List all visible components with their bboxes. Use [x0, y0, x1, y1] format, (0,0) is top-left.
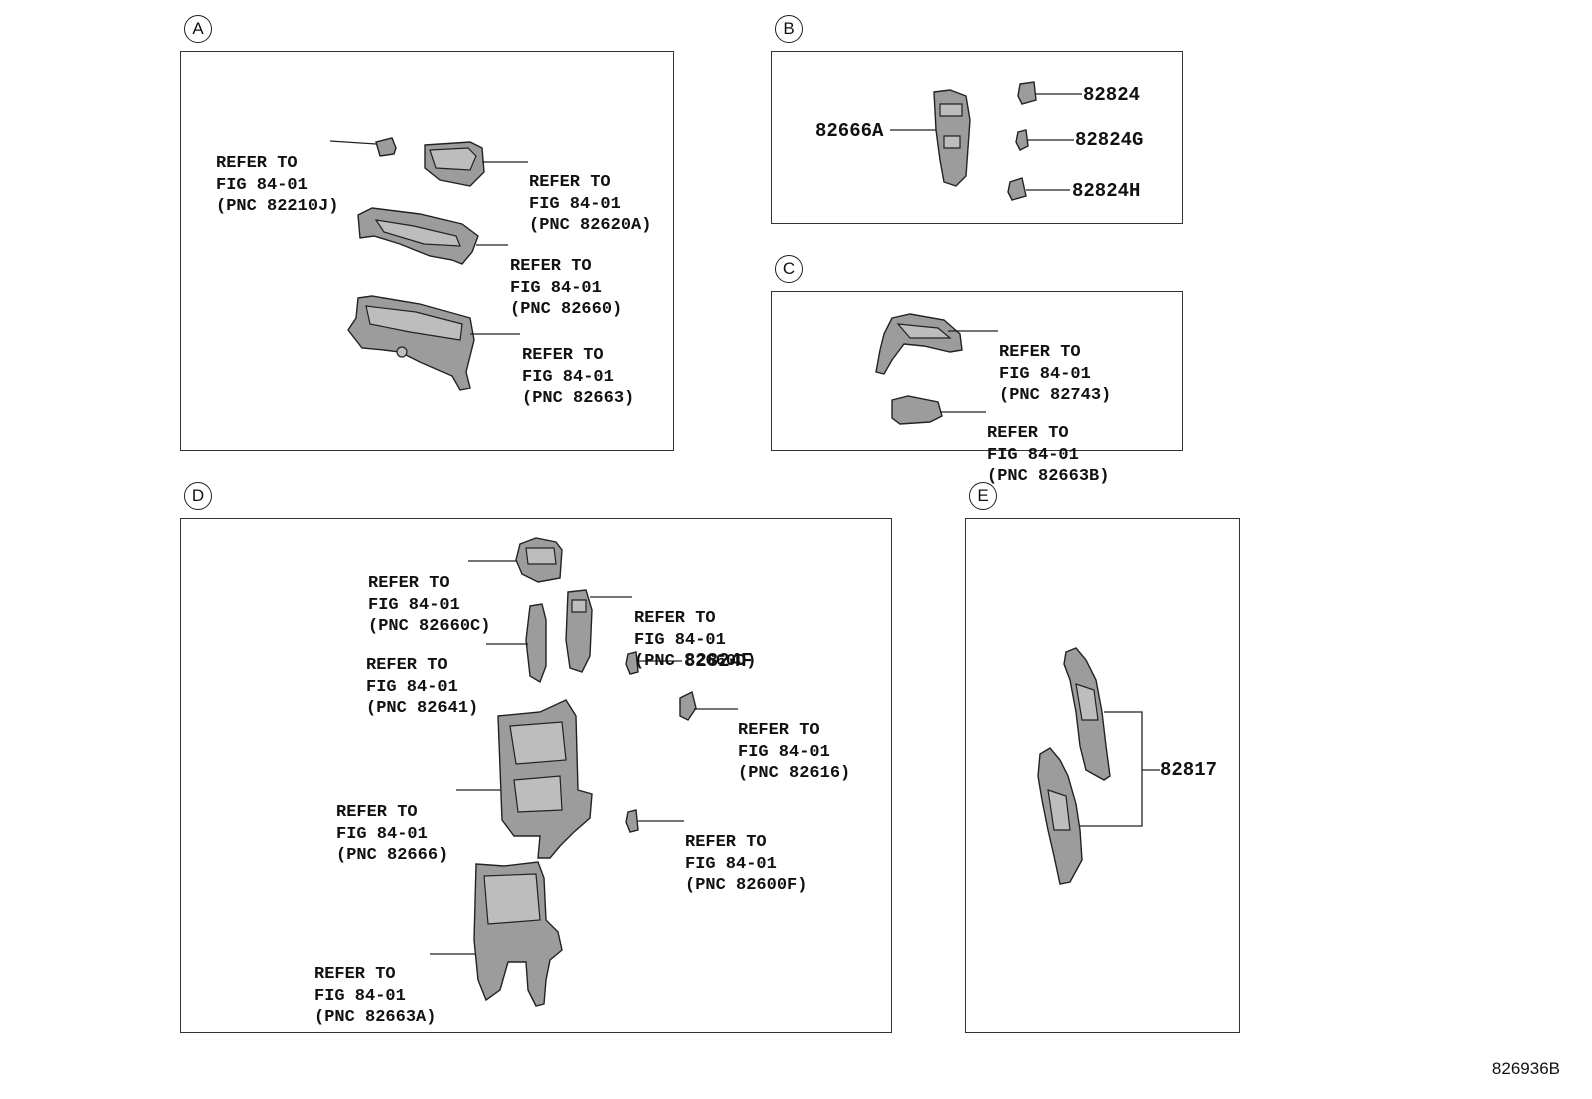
part-fuse-holder-icon: [933, 89, 971, 187]
part-case-82663a-icon: [473, 861, 563, 1007]
part-number-82817: 82817: [1160, 759, 1218, 781]
part-housing-icon: [347, 295, 475, 391]
section-marker-a: A: [184, 15, 212, 43]
part-fuse-medium-icon: [1015, 129, 1029, 151]
part-clip-icon: [891, 395, 943, 425]
panel-b: [771, 51, 1183, 224]
part-connector-small-icon: [375, 137, 397, 157]
part-fuse-large-icon: [1017, 81, 1037, 105]
panel-c: [771, 291, 1183, 451]
section-marker-b: B: [775, 15, 803, 43]
part-fuse-small-icon: [1007, 177, 1027, 201]
part-harness-upper-icon: [1063, 647, 1111, 781]
part-harness-lower-icon: [1037, 747, 1083, 885]
part-relay-82660c-icon: [515, 537, 563, 583]
section-marker-e: E: [969, 482, 997, 510]
drawing-code: 826936B: [1491, 1059, 1560, 1078]
part-bracket-82641-icon: [525, 603, 547, 684]
part-module-82660d-icon: [565, 589, 593, 673]
part-number-82824g: 82824G: [1075, 129, 1144, 151]
part-clip-82600f-icon: [625, 809, 639, 833]
part-box-82666-icon: [497, 699, 593, 859]
part-bracket-icon: [357, 207, 479, 265]
section-marker-c: C: [775, 255, 803, 283]
part-number-82824h: 82824H: [1072, 180, 1141, 202]
part-number-82824f: 82824F: [684, 650, 753, 672]
part-relay-block-icon: [424, 141, 485, 187]
part-number-82824: 82824: [1083, 84, 1141, 106]
part-number-82666a: 82666A: [815, 120, 884, 142]
part-clip-82616-icon: [679, 690, 697, 721]
section-marker-d: D: [184, 482, 212, 510]
part-fuse-82824f-icon: [625, 651, 639, 675]
part-cover-icon: [875, 313, 963, 375]
